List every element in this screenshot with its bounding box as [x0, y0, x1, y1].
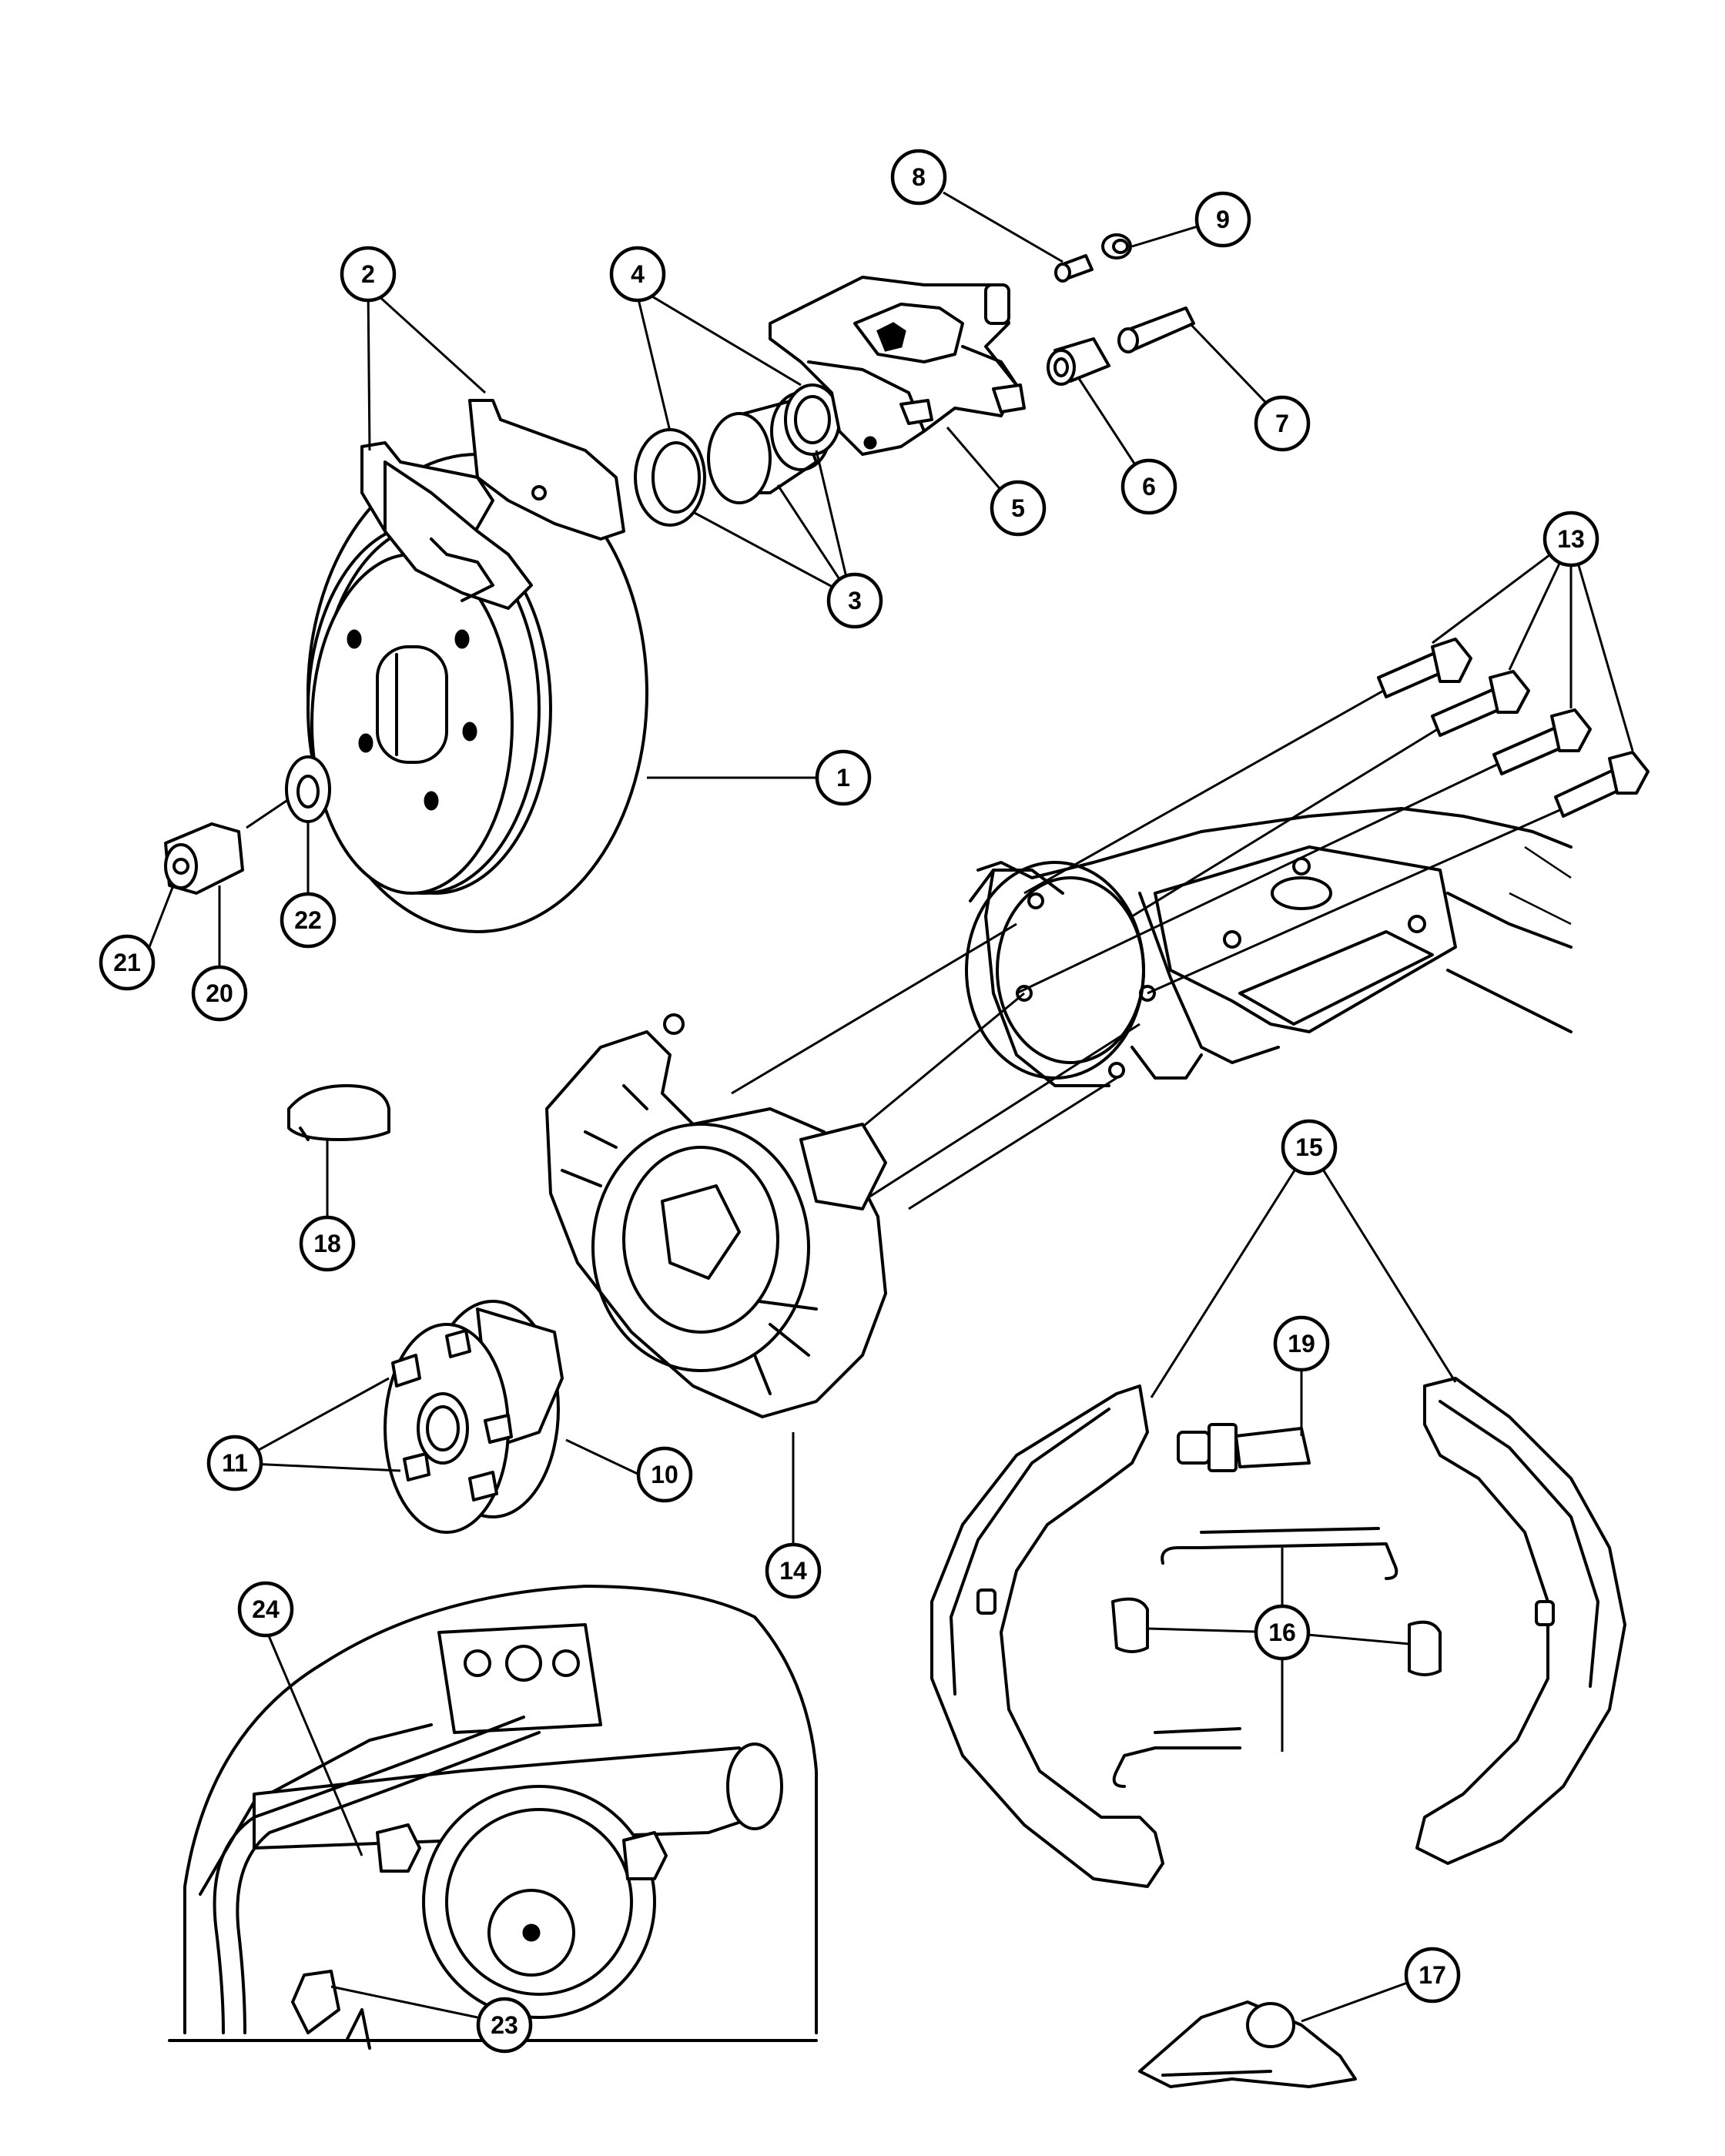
- axle-housing: [965, 807, 1573, 1087]
- svg-text:6: 6: [1142, 473, 1156, 500]
- svg-text:2: 2: [361, 260, 375, 288]
- callout-10: 10: [636, 1446, 693, 1503]
- return-springs: [1111, 1527, 1442, 1788]
- callout-19: 19: [1273, 1315, 1330, 1372]
- svg-text:13: 13: [1557, 525, 1585, 553]
- callout-7: 7: [1254, 395, 1311, 452]
- parking-lever: [1138, 2000, 1357, 2088]
- callout-20: 20: [191, 965, 248, 1022]
- sensor-detail-inset: [168, 1585, 818, 2050]
- callout-9: 9: [1194, 191, 1251, 248]
- callout-2: 2: [340, 246, 397, 303]
- backing-plate: [545, 1013, 887, 1418]
- attaching-bolts: [1377, 638, 1650, 818]
- svg-text:24: 24: [252, 1595, 280, 1623]
- svg-text:15: 15: [1295, 1133, 1323, 1161]
- svg-text:21: 21: [113, 949, 141, 976]
- caliper-assembly: [634, 276, 1026, 527]
- svg-text:17: 17: [1419, 1961, 1446, 1989]
- svg-text:20: 20: [206, 979, 233, 1007]
- svg-text:1: 1: [836, 764, 850, 792]
- callouts: 1 2 3 4 5 6 7 8 9 10 11 13 14 15 16 17 1…: [99, 149, 1599, 2054]
- svg-text:3: 3: [848, 587, 862, 614]
- svg-text:10: 10: [651, 1461, 678, 1488]
- brake-pads: [360, 399, 625, 610]
- svg-text:18: 18: [313, 1230, 341, 1257]
- callout-13: 13: [1542, 511, 1599, 567]
- svg-text:8: 8: [912, 163, 926, 191]
- callout-4: 4: [609, 246, 666, 303]
- svg-text:4: 4: [631, 260, 645, 288]
- callout-6: 6: [1120, 458, 1177, 515]
- guide-pin: [1117, 306, 1195, 353]
- svg-text:23: 23: [491, 2011, 518, 2039]
- assembly-lines: [731, 688, 1564, 1210]
- callout-15: 15: [1281, 1119, 1338, 1176]
- washer: [285, 755, 331, 823]
- svg-text:16: 16: [1268, 1619, 1296, 1646]
- hub-bearing: [384, 1300, 564, 1534]
- svg-text:19: 19: [1288, 1330, 1315, 1358]
- callout-8: 8: [890, 149, 947, 206]
- svg-text:22: 22: [294, 906, 322, 934]
- callout-14: 14: [765, 1542, 822, 1599]
- svg-text:14: 14: [779, 1557, 807, 1585]
- callout-23: 23: [476, 1997, 533, 2054]
- callout-22: 22: [280, 892, 337, 949]
- svg-text:11: 11: [222, 1449, 248, 1477]
- callout-1: 1: [815, 749, 872, 806]
- callout-3: 3: [826, 572, 883, 629]
- hub-nut: [164, 822, 244, 895]
- callout-21: 21: [99, 934, 156, 991]
- access-plug: [287, 1084, 390, 1141]
- callout-11: 11: [206, 1435, 263, 1491]
- callout-24: 24: [237, 1581, 294, 1638]
- callout-5: 5: [990, 480, 1047, 537]
- bushing: [1047, 337, 1110, 386]
- callout-18: 18: [299, 1215, 356, 1272]
- bleeder-cap: [1101, 233, 1132, 259]
- svg-text:7: 7: [1275, 410, 1289, 437]
- callout-16: 16: [1254, 1604, 1311, 1661]
- callout-17: 17: [1404, 1947, 1461, 2004]
- parking-brake-shoes: [930, 1377, 1626, 1888]
- brake-rotor: [306, 453, 648, 933]
- svg-text:5: 5: [1011, 494, 1025, 522]
- adjuster-screw: [1177, 1423, 1311, 1472]
- bleeder-screw: [1054, 254, 1094, 283]
- svg-text:9: 9: [1216, 206, 1230, 233]
